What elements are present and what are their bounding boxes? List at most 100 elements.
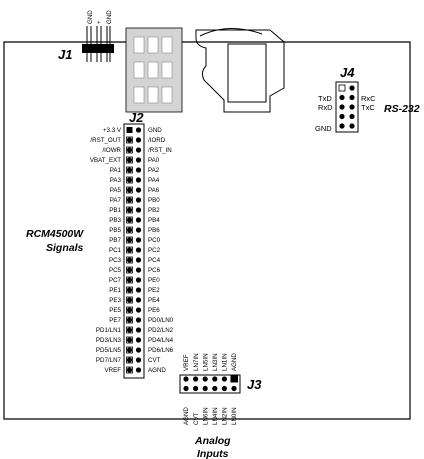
j2-pin <box>135 367 142 373</box>
j2-pin <box>126 276 133 284</box>
j4-pin <box>339 123 345 129</box>
j2-label: J2 <box>129 110 144 125</box>
j2-right-label: AGND <box>148 367 166 374</box>
j2-pin <box>126 356 133 364</box>
j2-pin <box>135 267 142 273</box>
j1-pin-label-2: + <box>96 20 103 24</box>
j2-right-label: PC4 <box>148 257 161 264</box>
signals-caption-line2: Signals <box>46 242 84 254</box>
j3-pin <box>193 385 199 392</box>
j2-pin <box>135 127 142 133</box>
j2-left-label: PC1 <box>109 247 122 254</box>
j2-pin <box>126 287 133 293</box>
j2-pin <box>135 207 142 213</box>
j2-pin <box>126 316 133 324</box>
j2-pin <box>126 246 133 254</box>
j2-pin <box>135 227 142 233</box>
j2-left-label: PB1 <box>109 207 121 214</box>
j2-pin <box>126 347 133 353</box>
j2-right-label: /RST_IN <box>148 147 172 154</box>
j3-pin <box>183 376 189 382</box>
j2-right-label: PB6 <box>148 227 160 234</box>
j2-pin <box>126 227 133 233</box>
j2-left-label: PE7 <box>109 317 121 324</box>
j2-pin <box>135 237 142 243</box>
j3-top-label: LN1IN <box>222 353 229 371</box>
j2-left-label: PD1/LN1 <box>96 327 122 334</box>
j4-left-label-2: RxD <box>318 103 333 112</box>
module-slot <box>147 36 159 54</box>
j2-right-label: GND <box>148 127 162 134</box>
j2-left-label: PD7/LN7 <box>96 357 122 364</box>
battery-holder <box>195 27 285 113</box>
j2-pin <box>126 256 133 264</box>
j2-pin <box>126 177 133 183</box>
j2-pin <box>135 147 142 153</box>
j2-pin <box>135 137 142 143</box>
j2-right-label: PB2 <box>148 207 160 214</box>
j3-bottom-label: LN0IN <box>231 407 238 425</box>
j2-pin <box>126 297 133 303</box>
j2-pin <box>126 336 133 344</box>
j2-left-label: PA1 <box>110 167 122 174</box>
j4-pin <box>349 123 355 129</box>
j2-left-label: PD5/LN5 <box>96 347 122 354</box>
j4-pin <box>339 113 345 120</box>
j2-pin <box>126 226 133 234</box>
j3-pin <box>193 376 199 382</box>
j2-pin <box>135 257 142 263</box>
j2-pin <box>126 216 133 224</box>
j2-right-label: PD2/LN2 <box>148 327 174 334</box>
j2-right-label: PA6 <box>148 187 160 194</box>
j2-left-label: /RST_OUT <box>90 137 121 144</box>
j4-header: J4 TxD RxD GND RxC TxC RS-232 <box>315 65 420 133</box>
j2-pin <box>135 167 142 173</box>
j2-right-label: PE4 <box>148 297 160 304</box>
j3-top-label: VREF <box>183 354 190 371</box>
j4-pin <box>338 84 346 92</box>
j2-left-label: PE1 <box>109 287 121 294</box>
j2-right-label: PB4 <box>148 217 160 224</box>
j2-pin <box>126 237 133 243</box>
analog-caption-line1: Analog <box>194 435 231 447</box>
j2-right-label: PD4/LN4 <box>148 337 174 344</box>
j2-pin <box>135 347 142 353</box>
j2-pin <box>126 186 133 194</box>
j2-pin <box>126 296 133 304</box>
j4-pin <box>349 94 355 101</box>
signals-caption-line1: RCM4500W <box>26 228 84 240</box>
module-slot <box>161 86 173 104</box>
j2-pin <box>126 327 133 333</box>
j4-label: J4 <box>340 65 355 80</box>
j2-pin <box>126 187 133 193</box>
j2-right-label: PC6 <box>148 267 161 274</box>
j2-pin <box>135 217 142 223</box>
j3-bottom-label: LN6IN <box>202 407 209 425</box>
j2-header: J2 +3.3 V/RST_OUT/IOWRVBAT_EXTPA1PA3PA5P… <box>90 110 174 379</box>
j2-left-label: PC7 <box>109 277 122 284</box>
j2-pin <box>135 177 142 183</box>
j2-left-label: VBAT_EXT <box>90 157 121 164</box>
j2-pin <box>126 337 133 343</box>
j2-right-label: PE0 <box>148 277 160 284</box>
j2-pin <box>126 257 133 263</box>
j2-pin <box>126 366 133 374</box>
j2-pin <box>135 277 142 283</box>
j2-pin <box>126 207 133 213</box>
j3-label: J3 <box>247 377 262 392</box>
module-slot <box>147 86 159 104</box>
j2-pin <box>126 157 133 163</box>
j2-pin <box>126 156 133 164</box>
j2-left-label: PC3 <box>109 257 122 264</box>
j2-left-label: PC5 <box>109 267 122 274</box>
j2-pin <box>135 357 142 363</box>
j2-right-label: PA2 <box>148 167 160 174</box>
j2-pin <box>126 317 133 323</box>
j2-pin <box>126 267 133 273</box>
j2-pin <box>126 127 133 133</box>
j2-pin <box>126 136 133 144</box>
j2-pin <box>126 147 133 153</box>
j2-right-label: PD6/LN6 <box>148 347 174 354</box>
j2-left-label: PB3 <box>109 217 121 224</box>
